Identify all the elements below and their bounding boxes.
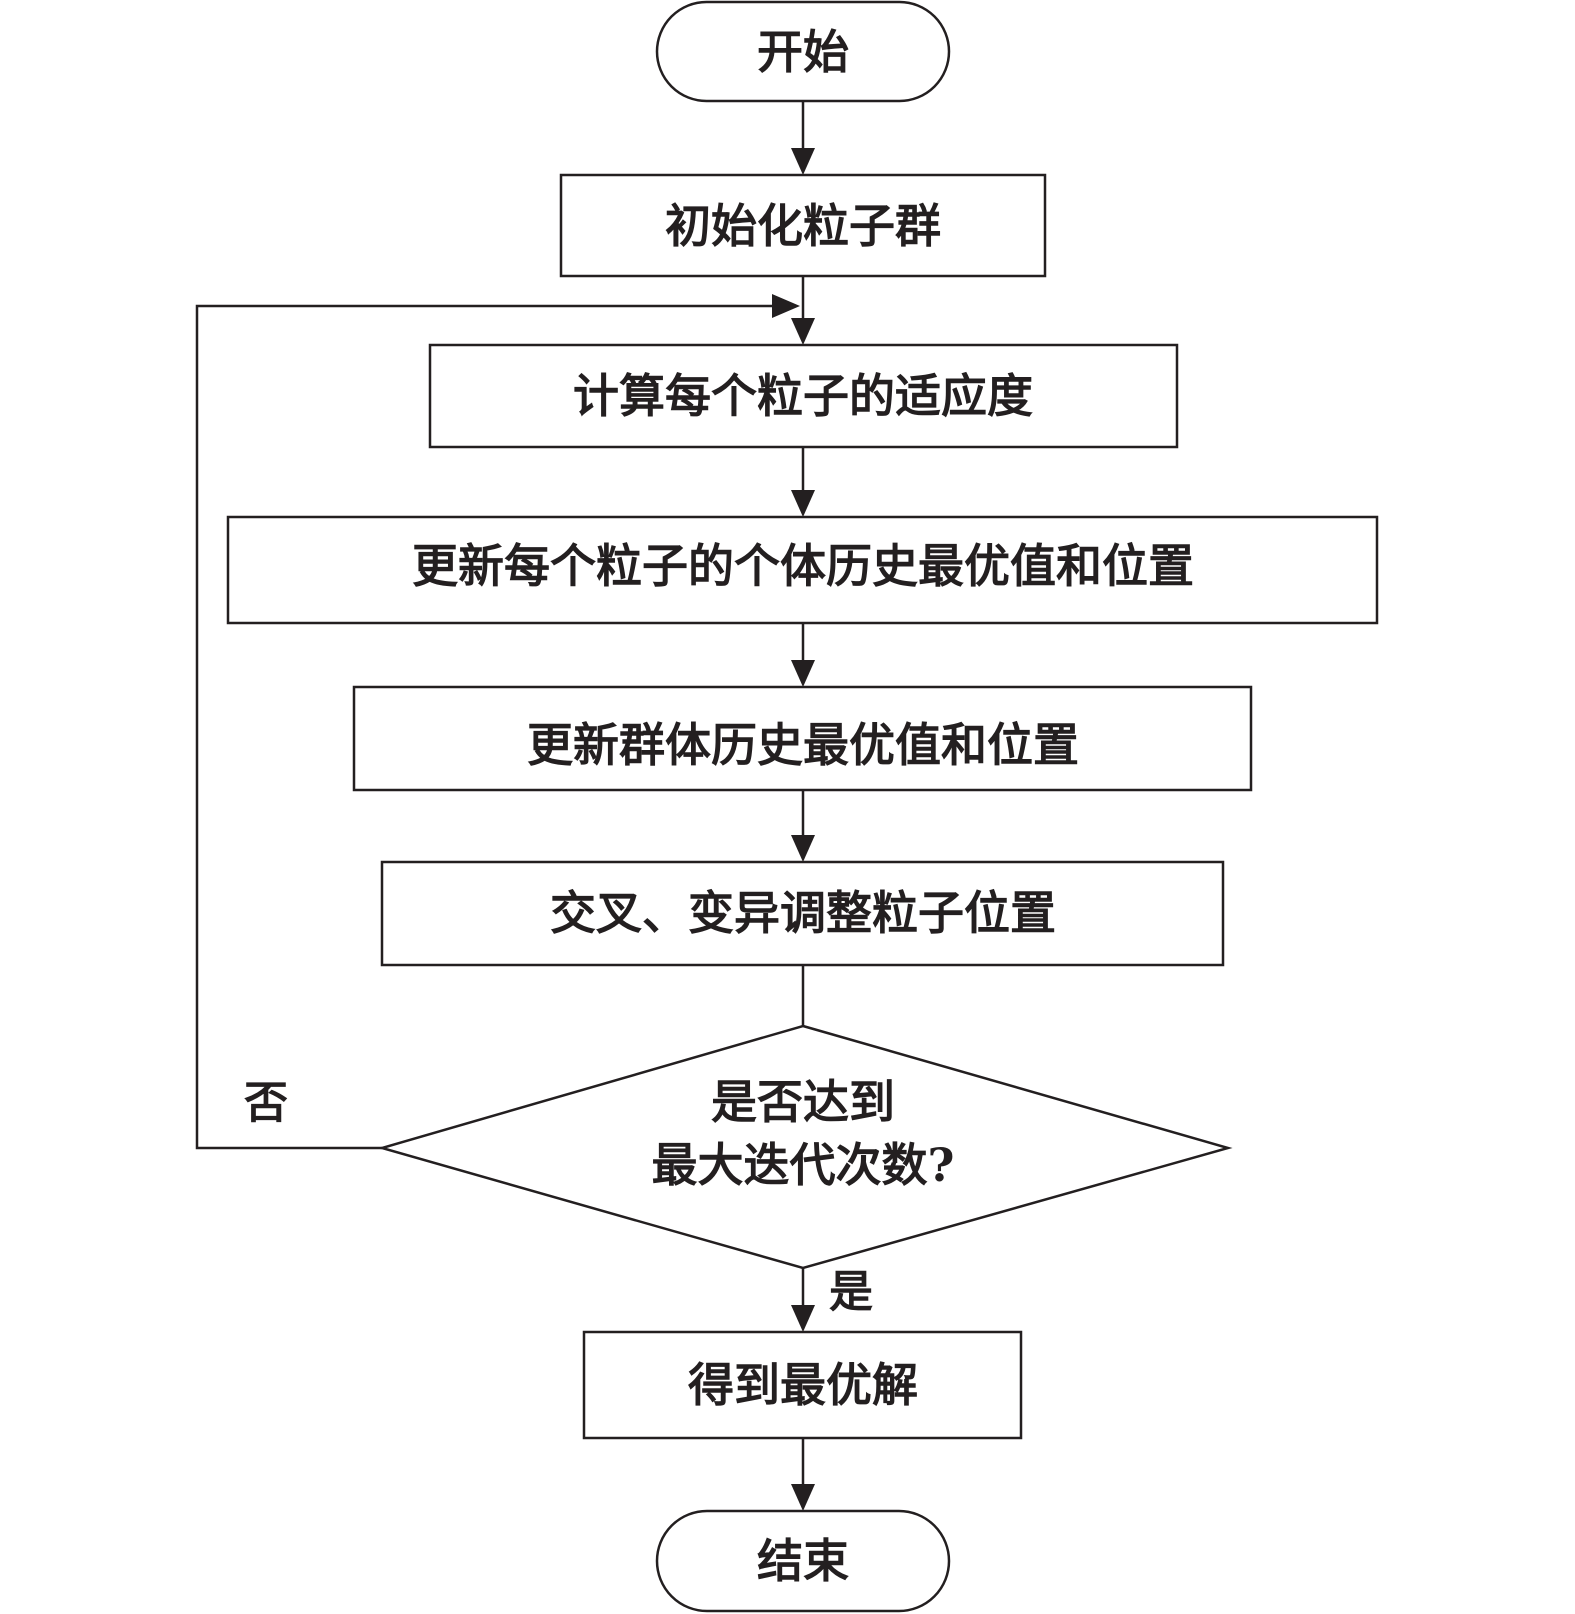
end-node: 结束 xyxy=(655,1509,951,1613)
arrow-result-to-end xyxy=(791,1438,815,1511)
global-best-node: 更新群体历史最优值和位置 xyxy=(352,685,1253,792)
arrow-global-best-to-crossover xyxy=(791,790,815,862)
arrow-init-to-fitness xyxy=(791,276,815,345)
start-node: 开始 xyxy=(655,0,951,103)
decision-node: 是否达到 最大迭代次数? xyxy=(377,1024,1233,1270)
result-label: 得到最优解 xyxy=(688,1358,918,1412)
personal-best-label: 更新每个粒子的个体历史最优值和位置 xyxy=(412,539,1194,593)
loop-back-no-branch: 否 xyxy=(195,294,800,1150)
crossover-label: 交叉、变异调整粒子位置 xyxy=(550,886,1056,940)
crossover-node: 交叉、变异调整粒子位置 xyxy=(380,860,1225,967)
yes-label: 是 xyxy=(829,1267,873,1318)
fitness-node: 计算每个粒子的适应度 xyxy=(428,343,1179,449)
fitness-label: 计算每个粒子的适应度 xyxy=(573,369,1033,423)
init-label: 初始化粒子群 xyxy=(665,199,941,253)
decision-line2: 最大迭代次数? xyxy=(652,1138,955,1192)
init-node: 初始化粒子群 xyxy=(559,173,1047,278)
yes-branch: 是 xyxy=(791,1267,873,1332)
personal-best-node: 更新每个粒子的个体历史最优值和位置 xyxy=(226,515,1379,625)
arrow-start-to-init xyxy=(791,101,815,175)
end-label: 结束 xyxy=(757,1534,849,1588)
no-label: 否 xyxy=(244,1078,288,1129)
decision-line1: 是否达到 xyxy=(711,1075,895,1129)
arrow-personal-best-to-global-best xyxy=(791,623,815,687)
global-best-label: 更新群体历史最优值和位置 xyxy=(527,718,1079,772)
arrow-fitness-to-personal-best xyxy=(791,447,815,517)
result-node: 得到最优解 xyxy=(582,1330,1023,1440)
start-label: 开始 xyxy=(757,25,849,79)
